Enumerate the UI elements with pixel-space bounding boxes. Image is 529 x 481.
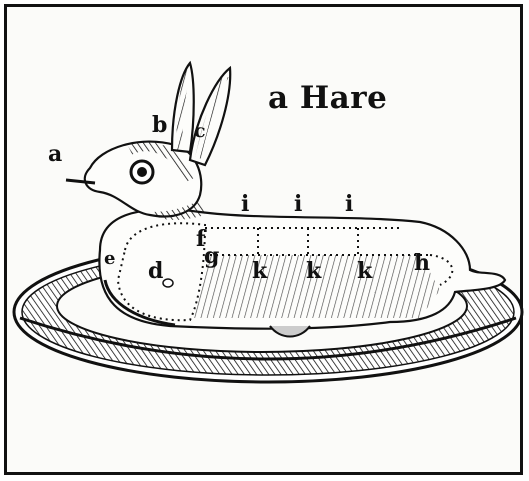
label-h: h (414, 252, 430, 274)
label-k-2: k (306, 260, 321, 282)
label-d: d (148, 260, 163, 282)
caption-title: a Hare (268, 80, 387, 116)
label-e: e (104, 250, 115, 268)
label-g: g (204, 245, 219, 267)
label-i-2: i (294, 193, 302, 215)
label-i-3: i (345, 193, 353, 215)
label-a: a (48, 143, 62, 165)
label-c: c (194, 122, 206, 141)
label-i-1: i (241, 193, 249, 215)
label-b: b (152, 114, 167, 136)
label-k-1: k (252, 260, 267, 282)
hare-ears (172, 63, 230, 165)
label-k-3: k (357, 260, 372, 282)
hare-head (66, 142, 205, 220)
